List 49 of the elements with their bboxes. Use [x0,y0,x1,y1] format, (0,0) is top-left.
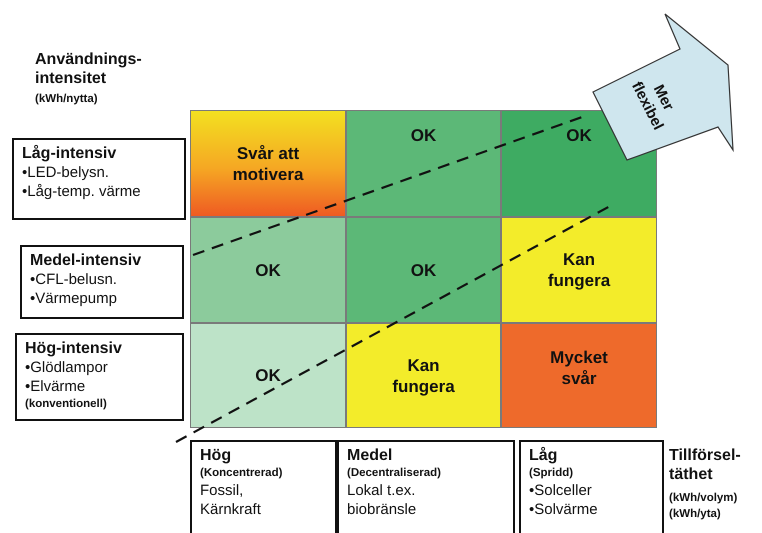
item-text: •CFL-belusn. [30,270,118,289]
matrix-cell [501,217,657,323]
column-header-box [519,440,664,533]
header-text: Hög-intensiv [25,339,123,358]
row-header-box [15,333,184,421]
cell-label: OK [410,260,438,280]
item-text: •LED-belysn. [22,163,110,182]
matrix-cell [346,323,501,428]
column-header-box [337,440,515,533]
axis-unit: (kWh/yta) [669,507,722,522]
column-header-box [190,440,337,533]
header-text: Hög [200,446,232,465]
item-text: •Solceller [529,481,593,500]
axis-title: Tillförsel- täthet [669,446,742,484]
matrix-cell [190,323,346,428]
axis-unit: (kWh/volym) [669,491,738,506]
axis-unit: (kWh/nytta) [35,92,99,107]
cell-label: Kan fungera [546,249,612,291]
item-text: (Decentraliserad) [347,466,442,481]
row-header-box [12,138,186,220]
cell-label: Svår att motivera [232,142,304,184]
matrix-cell [190,110,346,217]
item-text: •Elvärme [25,377,86,396]
header-text: Låg-intensiv [22,144,118,163]
header-text: Låg [529,446,558,465]
header-text: Medel [347,446,394,465]
item-text: Lokal t.ex. biobränsle [347,481,418,519]
item-text: (konventionell) [25,397,108,412]
item-text: (Koncentrerad) [200,466,284,481]
header-text: Medel-intensiv [30,251,142,270]
item-text: •Låg-temp. värme [22,182,142,201]
cell-label: OK [254,260,282,280]
item-text: •Glödlampor [25,358,109,377]
axis-title: Användnings- intensitet [35,50,143,88]
matrix-cell [501,323,657,428]
cell-label: Kan fungera [391,354,456,396]
block-arrow [590,12,736,162]
row-header-box [20,245,184,319]
cell-label: OK [565,125,593,146]
cell-label: Mycket svår [549,346,609,388]
item-text: (Spridd) [529,466,574,481]
matrix-cell [346,110,501,217]
item-text: •Värmepump [30,289,118,308]
matrix-cell [346,217,501,323]
cell-label: OK [410,125,438,146]
cell-label: OK [254,365,282,386]
item-text: Fossil, Kärnkraft [200,481,262,519]
matrix-cell [190,217,346,323]
item-text: •Solvärme [529,500,599,519]
